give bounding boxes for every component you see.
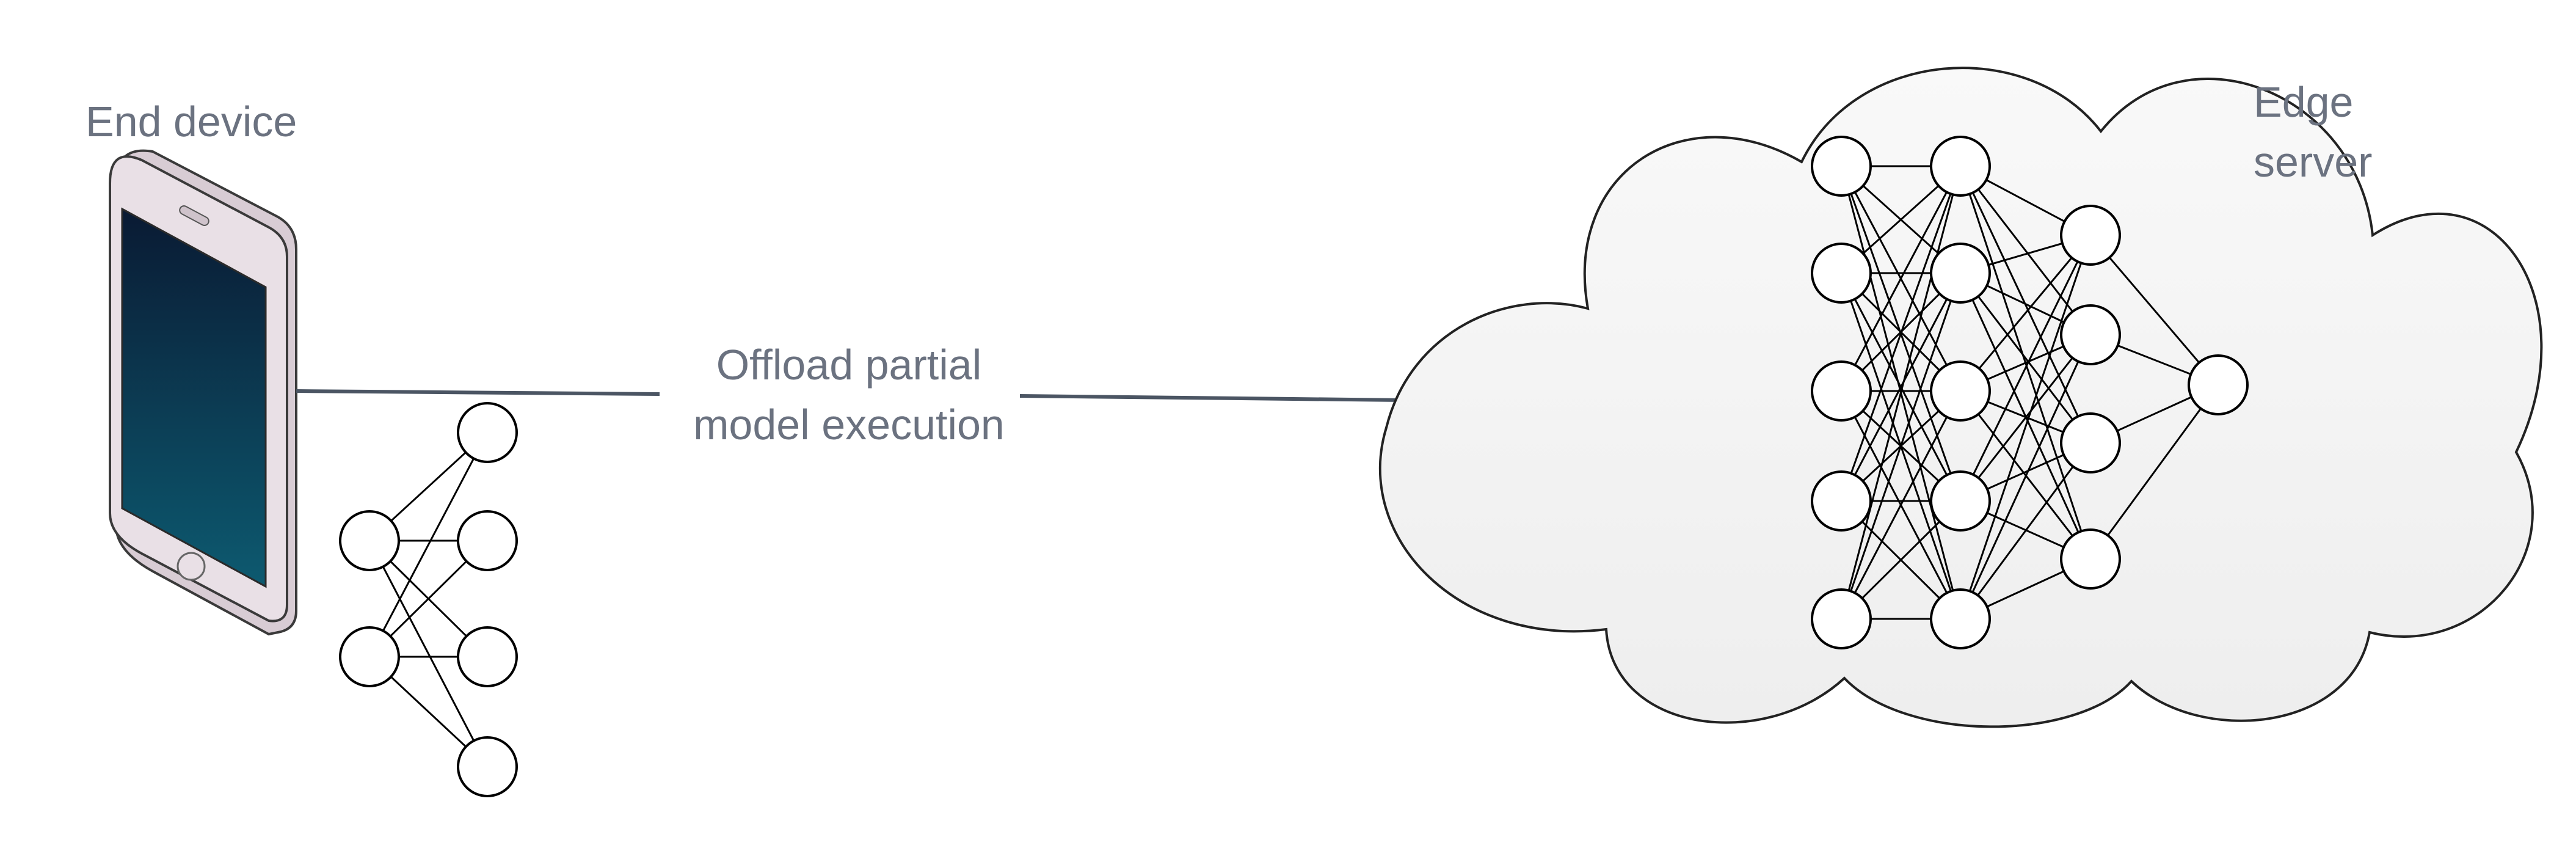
small-network-node bbox=[457, 402, 518, 463]
small-network-node bbox=[457, 626, 518, 687]
large-network-node bbox=[2060, 412, 2121, 473]
large-network-node bbox=[1930, 136, 1991, 197]
offload-label-line2: model execution bbox=[693, 401, 1005, 448]
large-network-node bbox=[2060, 205, 2121, 266]
offload-label-line1: Offload partial bbox=[716, 341, 982, 389]
small-network-node bbox=[339, 626, 400, 687]
offload-label: Offload partial model execution bbox=[666, 335, 1032, 455]
large-network-node bbox=[2060, 528, 2121, 590]
large-network-node bbox=[1811, 243, 1872, 304]
large-network-node bbox=[2060, 304, 2121, 365]
small-neural-network bbox=[339, 402, 518, 797]
large-network-edge bbox=[1959, 235, 2092, 502]
small-network-node bbox=[457, 736, 518, 797]
large-network-node bbox=[1930, 360, 1991, 422]
smartphone-icon bbox=[109, 149, 297, 636]
large-network-edge bbox=[1840, 272, 1962, 502]
large-network-node bbox=[1811, 360, 1872, 422]
large-network-edge bbox=[1959, 235, 2092, 392]
large-network-edge bbox=[1840, 166, 1962, 502]
large-network-node bbox=[1930, 470, 1991, 532]
large-network-edge bbox=[2089, 384, 2219, 560]
large-network-edge bbox=[1959, 334, 2092, 620]
large-network-node bbox=[1930, 243, 1991, 304]
large-network-nodes bbox=[1811, 136, 2249, 649]
large-network-edge bbox=[2089, 235, 2219, 386]
large-network-node bbox=[1930, 588, 1991, 649]
small-network-edges bbox=[368, 431, 489, 768]
edge-server-label-line1: Edge bbox=[2254, 78, 2354, 126]
large-network-node bbox=[1811, 588, 1872, 649]
large-network-edge bbox=[1840, 390, 1962, 620]
edge-server-label-line2: server bbox=[2254, 138, 2373, 186]
large-network-node bbox=[1811, 136, 1872, 197]
large-network-edge bbox=[1840, 166, 1962, 620]
offload-arrow bbox=[296, 389, 1405, 400]
large-network-edge bbox=[1959, 272, 2092, 444]
small-network-node bbox=[339, 510, 400, 571]
large-network-edge bbox=[1959, 334, 2092, 502]
edge-server-label: Edge server bbox=[2254, 72, 2372, 192]
large-network-edge bbox=[1959, 235, 2092, 620]
large-network-edge bbox=[1959, 442, 2092, 620]
small-network-node bbox=[457, 510, 518, 571]
large-network-edge bbox=[1959, 166, 2092, 335]
large-network-edge bbox=[1840, 272, 1962, 620]
large-network-node bbox=[2188, 354, 2249, 415]
large-network-edge bbox=[1840, 166, 1962, 392]
large-network-node bbox=[1811, 470, 1872, 532]
end-device-label: End device bbox=[86, 98, 297, 145]
large-neural-network bbox=[1811, 136, 2249, 649]
